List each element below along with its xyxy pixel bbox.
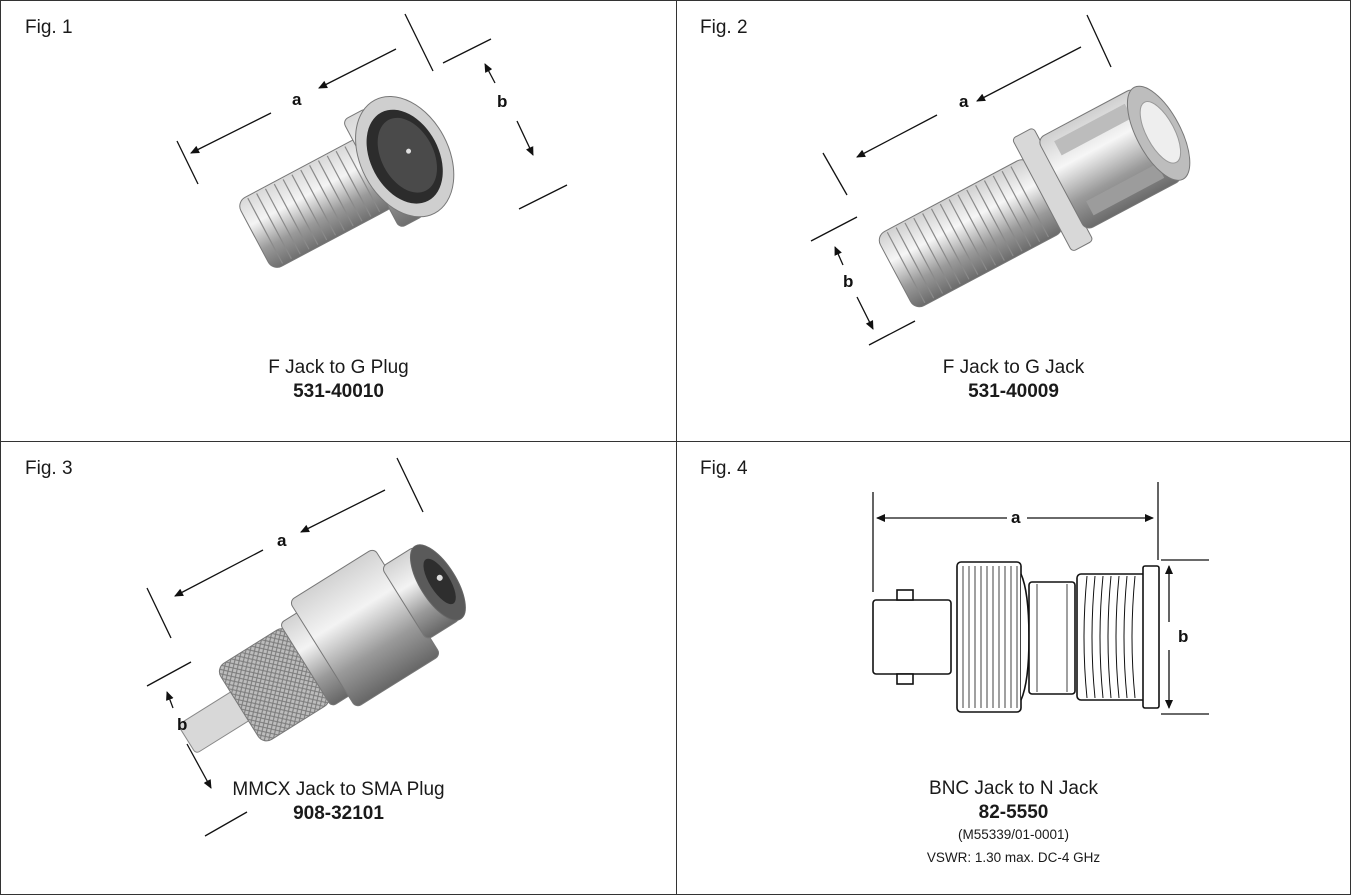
figure-3-name: MMCX Jack to SMA Plug xyxy=(232,779,445,800)
figure-3-caption: MMCX Jack to SMA Plug 908-32101 xyxy=(1,778,676,826)
figure-4-label: Fig. 4 xyxy=(700,458,748,479)
dimension-a-figure-4: a xyxy=(872,482,1159,592)
dimension-a-figure-2: a xyxy=(822,14,1112,196)
dim-a-label: a xyxy=(292,90,302,109)
figure-1-drawing: a b xyxy=(176,13,568,268)
figure-4-name: BNC Jack to N Jack xyxy=(929,778,1098,799)
dimension-b-figure-4: b xyxy=(1161,559,1209,715)
figure-4-drawing: a b xyxy=(872,482,1209,715)
f-to-g-plug-adapter-image xyxy=(239,95,455,268)
dimension-b-figure-2: b xyxy=(810,216,916,346)
figure-4-panel: Fig. 4 xyxy=(677,441,1351,895)
figure-4-mil-spec: (M55339/01-0001) xyxy=(957,827,1070,842)
dim-b-label: b xyxy=(1178,627,1188,646)
figure-1-caption: F Jack to G Plug 531-40010 xyxy=(1,356,676,404)
figure-3-panel: Fig. 3 xyxy=(0,441,677,895)
figure-2-name: F Jack to G Jack xyxy=(942,357,1085,378)
figure-3-label: Fig. 3 xyxy=(25,458,73,479)
figure-2-label: Fig. 2 xyxy=(700,17,748,38)
figure-2-caption: F Jack to G Jack 531-40009 xyxy=(677,356,1350,404)
bnc-to-n-adapter-line-drawing xyxy=(872,561,1160,713)
dim-a-label: a xyxy=(1011,508,1021,527)
dim-a-label: a xyxy=(959,92,969,111)
figure-4-vswr: VSWR: 1.30 max. DC-4 GHz xyxy=(926,850,1101,865)
dim-b-label: b xyxy=(497,92,507,111)
dimension-a-figure-3: a xyxy=(146,457,424,639)
dimension-b-figure-3: b xyxy=(146,661,248,837)
figure-1-part-number: 531-40010 xyxy=(293,381,384,402)
f-to-g-jack-adapter-image xyxy=(878,85,1191,308)
figure-4-part-number: 82-5550 xyxy=(978,802,1049,823)
mmcx-to-sma-adapter-image xyxy=(178,544,466,753)
dim-b-label: b xyxy=(843,272,853,291)
figure-1-name: F Jack to G Plug xyxy=(268,357,409,378)
figure-1-panel: Fig. 1 xyxy=(0,0,677,441)
dimension-a-figure-1: a xyxy=(176,13,434,185)
figure-3-part-number: 908-32101 xyxy=(293,803,384,824)
figure-4-caption: BNC Jack to N Jack 82-5550 (M55339/01-00… xyxy=(677,777,1350,871)
dimension-b-figure-1: b xyxy=(442,38,568,210)
figure-2-drawing: a b xyxy=(810,14,1191,346)
figure-3-drawing: a b xyxy=(146,457,466,837)
dim-b-label: b xyxy=(177,715,187,734)
dim-a-label: a xyxy=(277,531,287,550)
figure-2-part-number: 531-40009 xyxy=(968,381,1059,402)
figure-2-panel: Fig. 2 xyxy=(677,0,1351,441)
figure-1-label: Fig. 1 xyxy=(25,17,73,38)
